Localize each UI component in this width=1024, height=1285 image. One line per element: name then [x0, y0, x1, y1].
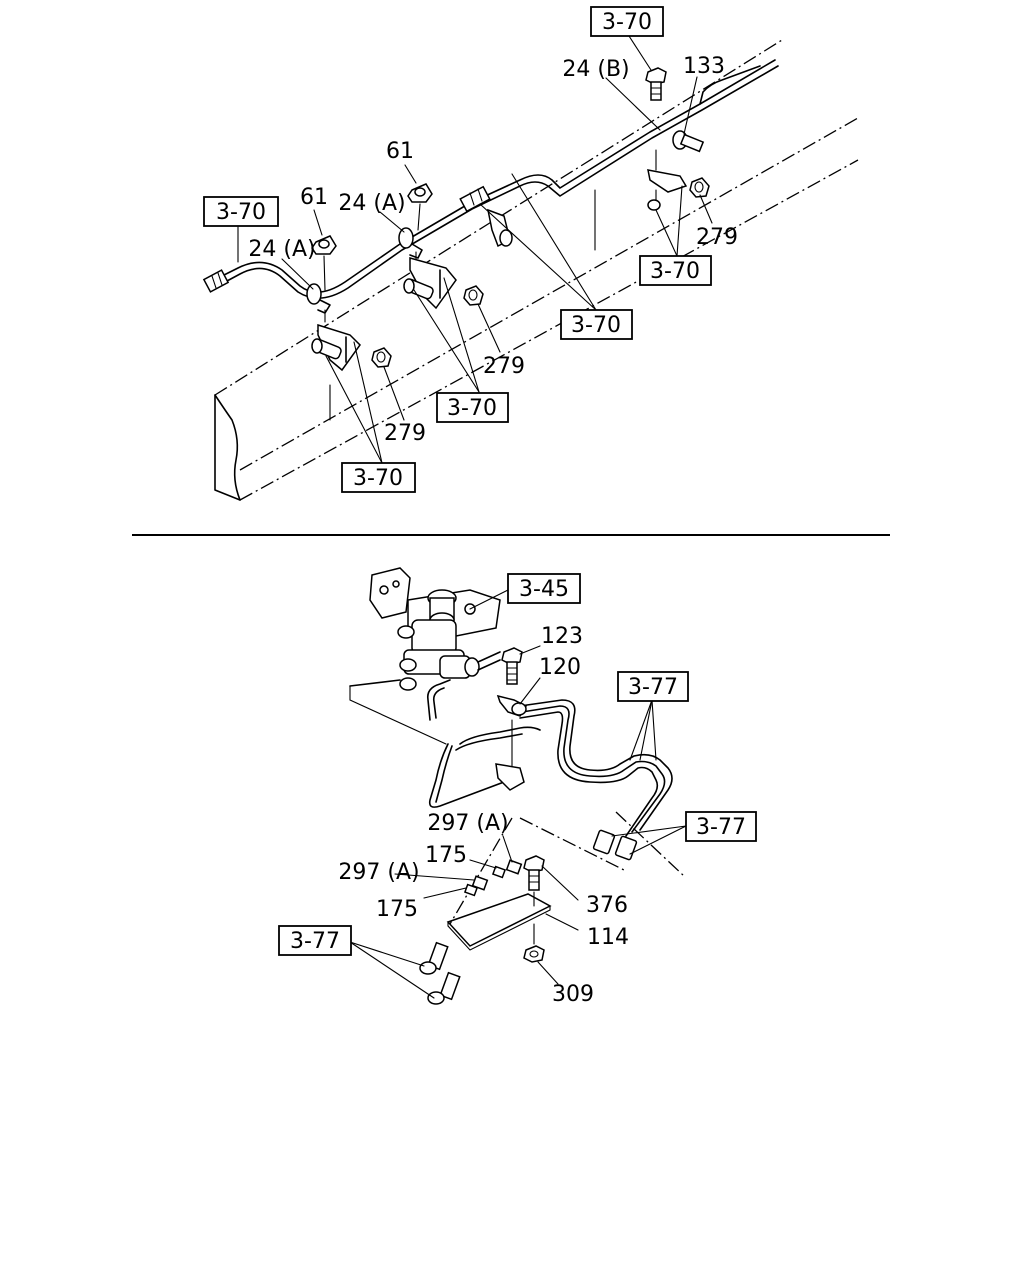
label-61-left: 61: [300, 185, 328, 210]
ref-box-3-70-center-right[interactable]: 3-70: [560, 309, 633, 340]
label-24b: 24 (B): [562, 57, 629, 82]
connector-left-b: [427, 971, 461, 1005]
lower-leaders: [349, 589, 687, 999]
ref-box-3-70-top[interactable]: 3-70: [590, 6, 664, 37]
upper-leaders: [237, 35, 713, 464]
label-114: 114: [587, 925, 629, 950]
ref-label: 3-70: [447, 396, 497, 421]
label-297a-upper: 297 (A): [427, 811, 508, 836]
lower-diagram: 123 120 297 (A) 175 297 (A) 175 376 114 …: [278, 567, 757, 1007]
label-297a-lower: 297 (A): [338, 860, 419, 885]
pipe-fitting-left: [202, 269, 230, 293]
ref-label: 3-70: [353, 466, 403, 491]
ref-box-3-77-right[interactable]: 3-77: [685, 811, 757, 842]
nut-279-mid: [463, 285, 484, 306]
clip-24a-left: [306, 235, 337, 323]
label-61-mid: 61: [386, 139, 414, 164]
sleeve-297a-upper: [505, 859, 523, 875]
ref-label: 3-70: [602, 10, 652, 35]
bolt-133: [672, 130, 705, 153]
ref-label: 3-77: [290, 929, 340, 954]
valve-assembly: [369, 567, 501, 691]
label-279-left: 279: [384, 421, 426, 446]
brake-pipe: [209, 59, 779, 299]
ref-box-3-77-left[interactable]: 3-77: [278, 925, 352, 956]
ref-box-3-70-bottom[interactable]: 3-70: [341, 462, 416, 493]
sleeve-297a-lower: [471, 875, 489, 891]
nut-279-left: [371, 347, 392, 368]
ref-box-3-70-center[interactable]: 3-70: [436, 392, 509, 423]
ref-box-3-77-top[interactable]: 3-77: [617, 671, 689, 702]
ref-label: 3-70: [571, 313, 621, 338]
label-120: 120: [539, 655, 581, 680]
label-279-right: 279: [696, 225, 738, 250]
clip-120: [496, 694, 528, 717]
label-309: 309: [552, 982, 594, 1007]
pipe-harness: [349, 679, 673, 837]
bolt-123: [501, 647, 523, 685]
ref-box-3-70-right[interactable]: 3-70: [639, 255, 712, 286]
ref-box-3-45[interactable]: 3-45: [507, 573, 581, 604]
bolt-376: [523, 855, 545, 907]
ref-label: 3-77: [628, 675, 678, 700]
bracket-left: [311, 323, 361, 372]
connector-left-a: [419, 941, 449, 975]
ref-box-3-70-left[interactable]: 3-70: [203, 196, 279, 227]
label-175-lower: 175: [376, 897, 418, 922]
frame-rail: [214, 39, 859, 501]
pipe-union: [459, 185, 491, 213]
bracket-mid: [403, 257, 457, 310]
plate-114: [446, 811, 685, 951]
connector-right-b: [614, 835, 638, 861]
clip-union: [486, 208, 513, 248]
ref-label: 3-70: [216, 200, 266, 225]
ref-label: 3-70: [650, 259, 700, 284]
ref-label: 3-77: [696, 815, 746, 840]
ref-label: 3-45: [519, 577, 569, 602]
label-123: 123: [541, 624, 583, 649]
nut-309: [523, 923, 545, 963]
label-133: 133: [683, 54, 725, 79]
bolt-top-right: [645, 67, 667, 101]
label-24a-left: 24 (A): [248, 237, 315, 262]
label-279-mid: 279: [483, 354, 525, 379]
label-24a-mid: 24 (A): [338, 191, 405, 216]
label-175-upper: 175: [425, 843, 467, 868]
sleeve-175-upper: [491, 865, 507, 879]
bracket-lower-mid: [495, 719, 525, 791]
upper-diagram: 61 61 24 (A) 24 (A) 24 (B) 133 279 279 2…: [202, 6, 859, 501]
clip-24a-mid: [398, 183, 433, 266]
nut-279-right: [689, 177, 710, 198]
bracket-right: [647, 149, 688, 211]
label-376: 376: [586, 893, 628, 918]
connector-right-a: [592, 829, 616, 855]
